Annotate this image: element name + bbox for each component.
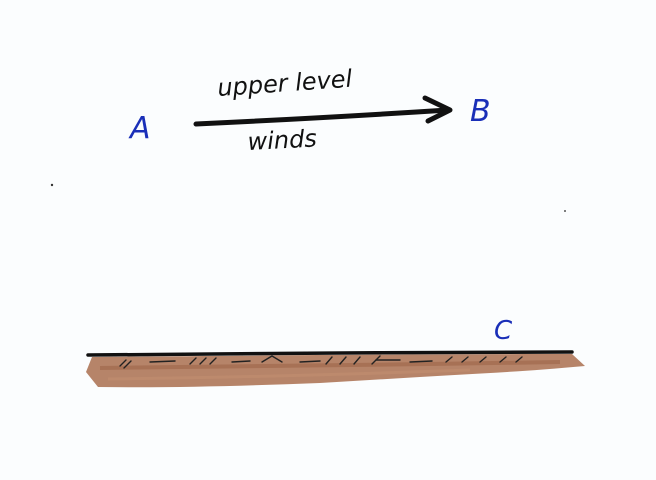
ground-surface-line <box>86 350 574 357</box>
ground-fill-streak <box>99 360 561 370</box>
point-b-label: B <box>470 94 491 129</box>
paper-speck <box>50 183 54 187</box>
ground <box>86 350 585 388</box>
ground-fill <box>86 354 585 388</box>
arrow-label-top: upper level <box>216 65 353 102</box>
point-c-label: C <box>494 316 513 346</box>
wind-arrow <box>193 95 453 127</box>
paper-speck <box>564 210 566 212</box>
arrow-head <box>422 95 453 124</box>
arrow-label-bottom: winds <box>247 124 318 156</box>
arrow-shaft <box>193 107 451 127</box>
point-a-label: A <box>128 111 151 146</box>
ground-fill-streak <box>107 368 471 381</box>
ground-hatching <box>119 355 523 369</box>
